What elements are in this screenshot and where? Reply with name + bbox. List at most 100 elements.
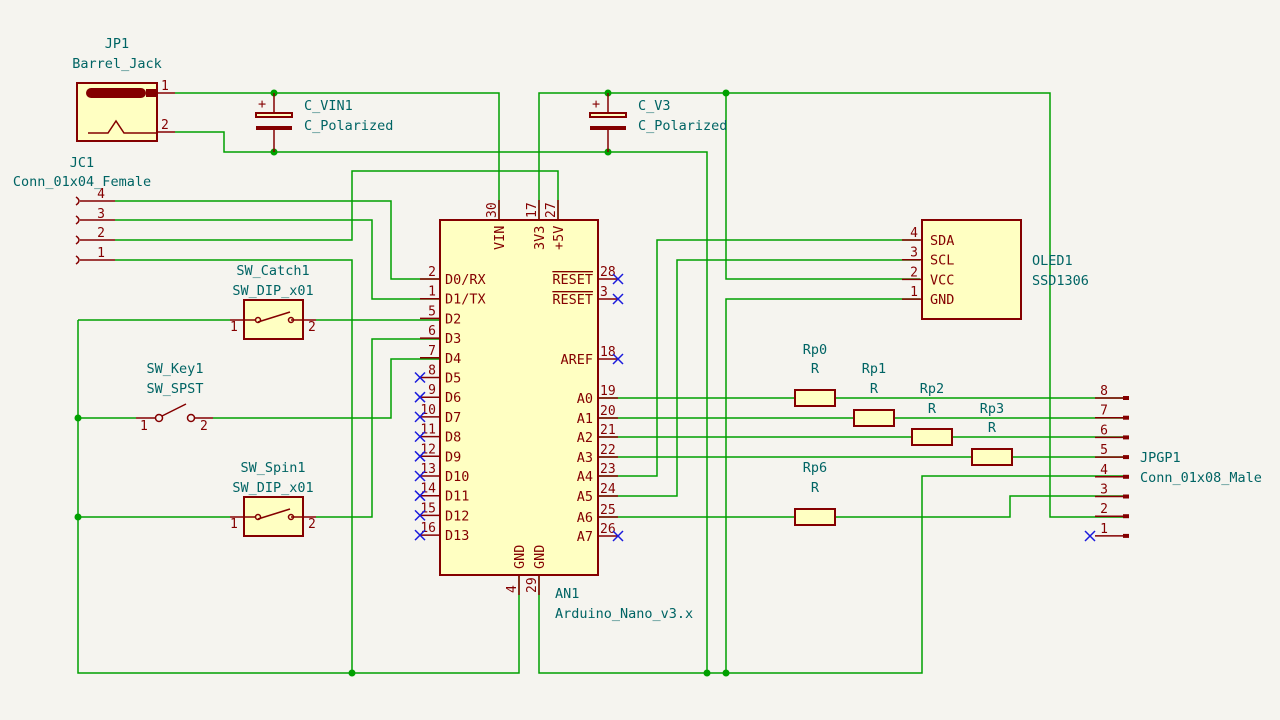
an1-pin-number: 12 [420, 442, 436, 457]
wire-swspin-2 [316, 338, 440, 518]
jp1-sleeve [88, 119, 156, 134]
rp1-ref: Rp1 [862, 361, 886, 377]
cv3-plate-pos [589, 112, 627, 118]
resistor-rp6[interactable]: Rp6 R [794, 460, 836, 526]
oled1-value: SSD1306 [1032, 273, 1089, 289]
junctions [74, 89, 730, 677]
an1-pin-number: 15 [420, 501, 436, 516]
an1-pin-number: 1 [428, 285, 436, 300]
sw-catch1-lever [257, 311, 291, 323]
an1-pin-number: 23 [600, 462, 616, 477]
an1-pin-name: D8 [445, 430, 461, 446]
an1-pin-name: D1/TX [445, 292, 486, 308]
rp2-value: R [928, 401, 937, 417]
jpgp1-pin-number: 2 [1100, 502, 1108, 517]
oled1-pin-name: GND [930, 292, 954, 308]
an1-pin-name: D10 [445, 469, 469, 485]
oled1-ref: OLED1 [1032, 253, 1073, 269]
an1-pin-name: A6 [577, 510, 593, 526]
an1-pin-name: D6 [445, 390, 461, 406]
jc1-value: Conn_01x04_Female [13, 174, 151, 190]
jpgp1-pin-tip [1123, 435, 1129, 440]
sw-key1-lever [161, 403, 187, 417]
an1-pin-number: 18 [600, 345, 616, 360]
wire-barrel-gnd [175, 131, 708, 673]
oled1-pin-number: 1 [910, 285, 918, 300]
an1-pin-number: 27 [544, 202, 559, 218]
an1-pin-number: 9 [428, 383, 436, 398]
jpgp1-pin-tip [1123, 415, 1129, 420]
an1-pin-name: D0/RX [445, 272, 486, 288]
an1-pin-name: D4 [445, 351, 461, 367]
junction-dot [74, 414, 82, 422]
no-connect-marker [414, 411, 426, 423]
wire-sda [598, 239, 920, 477]
wire-3v3 [538, 92, 1128, 518]
resistor-rp2[interactable]: Rp2 R [911, 381, 953, 446]
sw-key1-contact [186, 413, 196, 423]
an1-pin-number: 28 [600, 265, 616, 280]
resistor-rp3[interactable]: Rp3 R [971, 401, 1013, 466]
an1-pin-number: 5 [428, 304, 436, 319]
sw-spin1-pin1: 1 [230, 517, 238, 532]
rp6-ref: Rp6 [803, 460, 827, 476]
switch-sw-spin1[interactable]: SW_Spin1 SW_DIP_x01 1 2 [230, 460, 316, 537]
wire-gnd-left [77, 320, 520, 674]
an1-pin-name: D12 [445, 508, 469, 524]
jpgp1-pin-number: 3 [1100, 483, 1108, 498]
an1-pin-name: AREF [560, 352, 593, 368]
an1-value: Arduino_Nano_v3.x [555, 606, 693, 622]
sw-spin1-value: SW_DIP_x01 [232, 480, 313, 496]
resistor-rp1[interactable]: Rp1 R [853, 361, 895, 427]
jpgp1-pin-tip [1123, 533, 1129, 538]
an1-pin-name: A7 [577, 529, 593, 545]
barrel-jack-jp1[interactable]: JP1 Barrel_Jack 1 2 [72, 36, 175, 142]
wire-scl [598, 259, 920, 497]
capacitor-c-v3[interactable]: + C_V3 C_Polarized [589, 93, 727, 152]
jc1-socket [75, 215, 80, 225]
an1-pin-number: 13 [420, 462, 436, 477]
an1-pin-name: A2 [577, 430, 593, 446]
connector-jc1[interactable]: JC1 Conn_01x04_Female 4 3 2 1 [13, 155, 151, 265]
no-connect-marker [612, 353, 624, 365]
an1-pin-name: VIN [492, 226, 508, 250]
sw-spin1-lever [257, 508, 291, 520]
switch-sw-key1[interactable]: SW_Key1 SW_SPST 1 2 [136, 361, 213, 434]
junction-dot [703, 669, 711, 677]
an1-pin-name: D2 [445, 311, 461, 327]
an1-ref: AN1 [555, 586, 579, 602]
an1-pin-name: RESET [552, 272, 593, 288]
wire-vin [175, 92, 500, 220]
jpgp1-pin-tip [1123, 514, 1129, 519]
capacitor-c-vin1[interactable]: + C_VIN1 C_Polarized [255, 93, 393, 152]
jc1-socket [75, 235, 80, 245]
an1-pin-number: 8 [428, 364, 436, 379]
an1-pin-name: A4 [577, 469, 593, 485]
rp6-value: R [811, 480, 820, 496]
an1-pin-number: 22 [600, 443, 616, 458]
switch-sw-catch1[interactable]: SW_Catch1 SW_DIP_x01 1 2 [230, 263, 316, 340]
an1-pin-number: 26 [600, 522, 616, 537]
no-connect-marker [612, 273, 624, 285]
no-connect-marker [414, 431, 426, 443]
no-connect-marker [612, 293, 624, 305]
wire-a6 [598, 495, 1128, 518]
jp1-pin-barrel [86, 88, 146, 98]
oled1-pin-number: 3 [910, 246, 918, 261]
jpgp1-pin-tip [1123, 396, 1129, 400]
jpgp1-pin-tip [1123, 474, 1129, 479]
an1-pin-name: D3 [445, 331, 461, 347]
cv3-plate-neg [590, 126, 626, 130]
wire-5v [115, 170, 559, 241]
rp2-body [911, 428, 953, 446]
junction-dot [348, 669, 356, 677]
resistor-rp0[interactable]: Rp0 R [794, 342, 836, 407]
jpgp1-pin-tip [1123, 455, 1129, 460]
sw-key1-pin1: 1 [140, 419, 148, 434]
no-connect-marker [414, 391, 426, 403]
